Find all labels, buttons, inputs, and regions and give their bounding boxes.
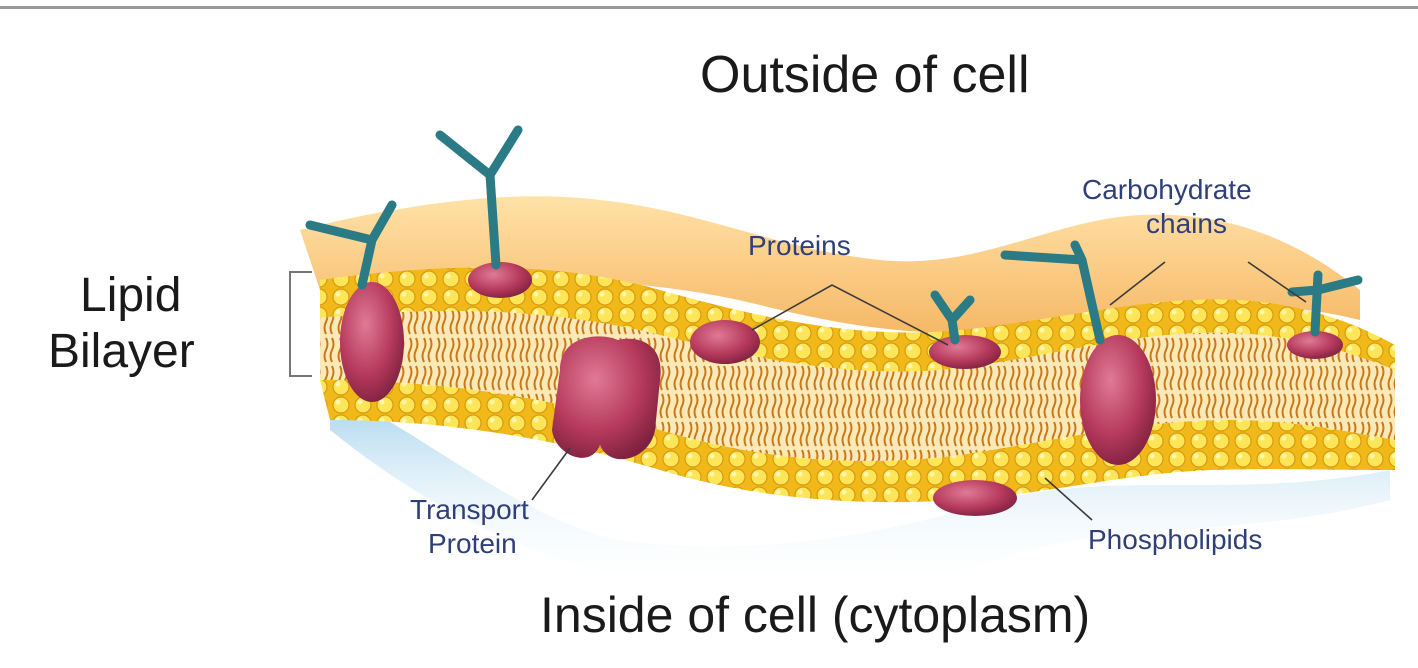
bottom-peripheral-protein	[933, 480, 1017, 516]
top-peripheral-protein	[468, 262, 532, 298]
carbohydrate-chains-label-line1: Carbohydrate	[1082, 176, 1252, 204]
right-integral-protein	[1080, 335, 1156, 465]
inside-of-cell-label: Inside of cell (cytoplasm)	[540, 590, 1090, 640]
carbohydrate-chains-label-line2: chains	[1146, 210, 1227, 238]
transport-protein	[552, 336, 661, 459]
transport-protein-label-line1: Transport	[410, 496, 529, 524]
lipid-bilayer-label-line1: Lipid	[80, 272, 181, 320]
proteins-label: Proteins	[748, 232, 851, 260]
transport-protein-label-line2: Protein	[428, 530, 517, 558]
lipid-bilayer-bracket	[290, 272, 312, 376]
middle-peripheral-protein	[690, 320, 760, 364]
outside-of-cell-label: Outside of cell	[700, 49, 1030, 101]
left-integral-protein	[340, 282, 404, 402]
lipid-bilayer-label-line2: Bilayer	[48, 328, 195, 376]
phospholipids-label: Phospholipids	[1088, 526, 1262, 554]
